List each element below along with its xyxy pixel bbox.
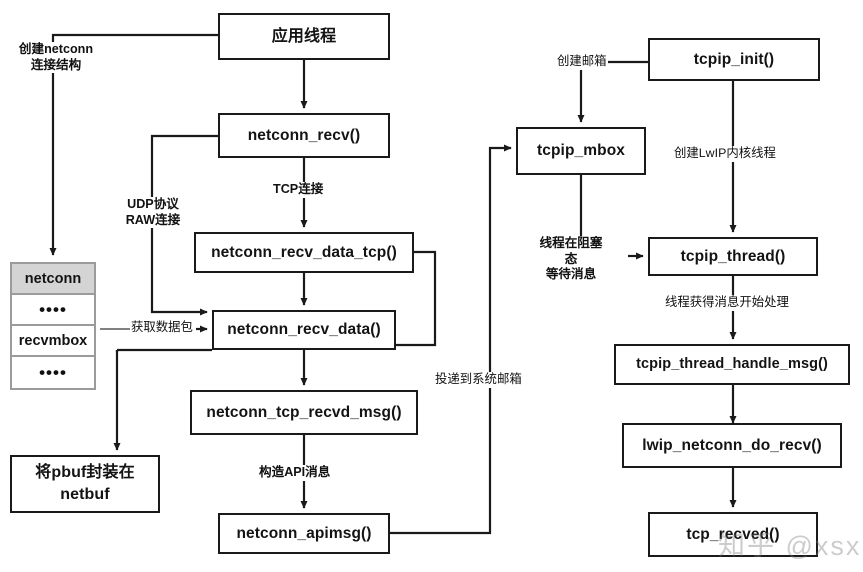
wire-apimsg-to-tcpip-mbox [390,144,512,535]
edge-label-create-mailbox: 创建邮箱 [556,54,608,70]
node-netconn-tcp-recvd-msg[interactable]: netconn_tcp_recvd_msg() [190,390,418,435]
node-netconn-recv[interactable]: netconn_recv() [218,113,390,158]
node-netconn-apimsg[interactable]: netconn_apimsg() [218,513,390,554]
edge-label-tcp-connect: TCP连接 [272,182,325,198]
node-tcp-recved[interactable]: tcp_recved() [648,512,818,557]
struct-row-dots-1: •••• [12,295,94,326]
struct-row-netconn-header: netconn [12,264,94,295]
wire-recv-data-leftstub [115,348,212,352]
edge-label-create-netconn: 创建netconn 连接结构 [8,42,104,74]
edge-label-thread-blocked: 线程在阻塞态 等待消息 [534,236,608,284]
node-lwip-netconn-do-recv[interactable]: lwip_netconn_do_recv() [622,423,842,468]
wire-tcpip-init-to-mbox [577,60,648,123]
node-tcpip-mbox[interactable]: tcpip_mbox [516,127,646,175]
edge-label-get-packet: 获取数据包 [130,320,194,336]
struct-row-recvmbox[interactable]: recvmbox [12,326,94,357]
edge-label-post-to-mbox: 投递到系统邮箱 [434,372,523,388]
edge-label-thread-got-msg: 线程获得消息开始处理 [664,295,790,311]
edge-label-build-api-msg: 构造API消息 [258,465,332,481]
edge-label-udp-raw: UDP协议 RAW连接 [116,197,190,229]
node-tcpip-thread[interactable]: tcpip_thread() [648,237,818,276]
struct-row-dots-2: •••• [39,362,67,382]
node-tcpip-thread-handle-msg[interactable]: tcpip_thread_handle_msg() [614,344,850,385]
node-app-thread[interactable]: 应用线程 [218,13,390,60]
edge-label-create-lwip-core: 创建LwIP内核线程 [673,146,777,162]
netconn-struct: netconn •••• recvmbox •••• [10,262,96,390]
node-pbuf-netbuf[interactable]: 将pbuf封装在 netbuf [10,455,160,513]
node-tcpip-init[interactable]: tcpip_init() [648,38,820,81]
node-netconn-recv-data-tcp[interactable]: netconn_recv_data_tcp() [194,232,414,273]
node-netconn-recv-data[interactable]: netconn_recv_data() [212,310,396,350]
